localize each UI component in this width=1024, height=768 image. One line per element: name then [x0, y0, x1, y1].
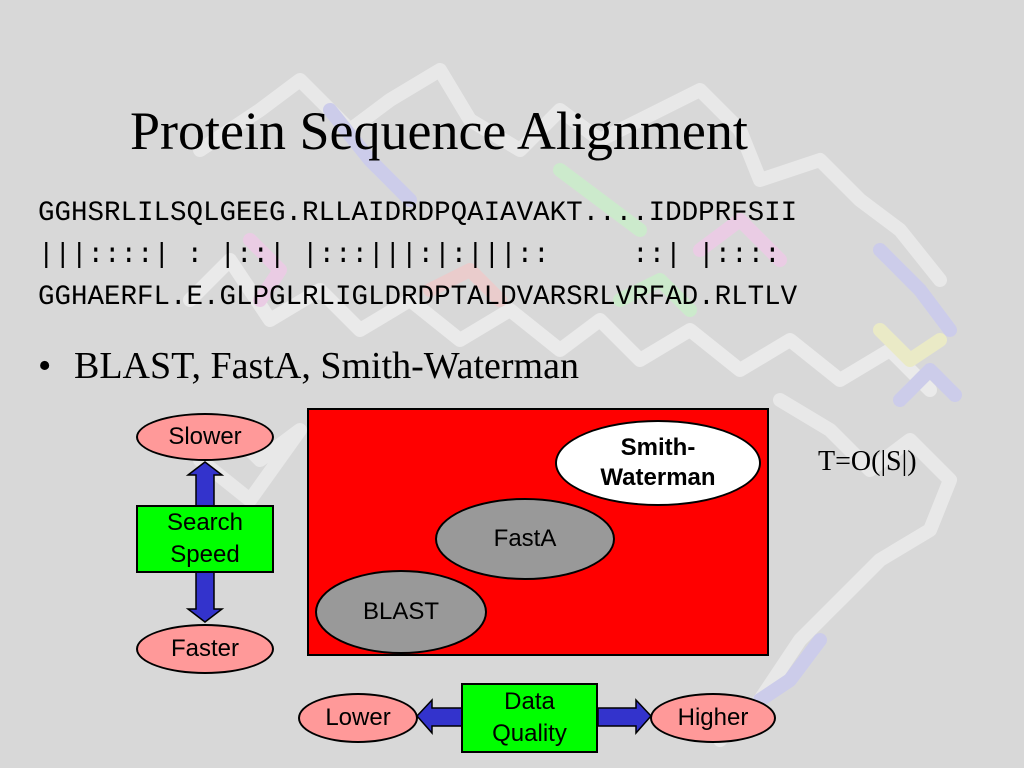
search-speed-line-1: Search — [166, 509, 244, 536]
blast-oval: BLAST — [315, 570, 487, 654]
search-speed-box: Search Speed — [136, 505, 274, 573]
higher-label: Higher — [650, 693, 776, 743]
smith-waterman-line-2: Waterman — [600, 464, 716, 491]
data-quality-line-2: Quality — [492, 720, 567, 747]
bullet-text: BLAST, FastA, Smith-Waterman — [74, 345, 579, 387]
bullet-marker: • — [38, 345, 52, 387]
complexity-label: T=O(|S|) — [818, 446, 917, 477]
bullet-item: • BLAST, FastA, Smith-Waterman — [38, 344, 579, 388]
fasta-oval: FastA — [435, 498, 615, 580]
smith-waterman-line-1: Smith- — [620, 434, 696, 461]
data-quality-box: Data Quality — [461, 683, 598, 753]
alignment-match-line: |||::::| : |::| |:::|||:|:|||:: ::| |:::… — [38, 240, 781, 271]
lower-label: Lower — [298, 693, 418, 743]
slide-title: Protein Sequence Alignment — [130, 101, 748, 161]
sequence-line-1: GGHSRLILSQLGEEG.RLLAIDRDPQAIAVAKT....IDD… — [38, 198, 798, 229]
slower-label: Slower — [136, 413, 274, 461]
sequence-line-2: GGHAERFL.E.GLPGLRLIGLDRDPTALDVARSRLVRFAD… — [38, 282, 798, 313]
search-speed-line-2: Speed — [170, 541, 240, 568]
data-quality-line-1: Data — [504, 688, 555, 715]
faster-label: Faster — [136, 624, 274, 674]
smith-waterman-oval: Smith- Waterman — [555, 420, 761, 506]
